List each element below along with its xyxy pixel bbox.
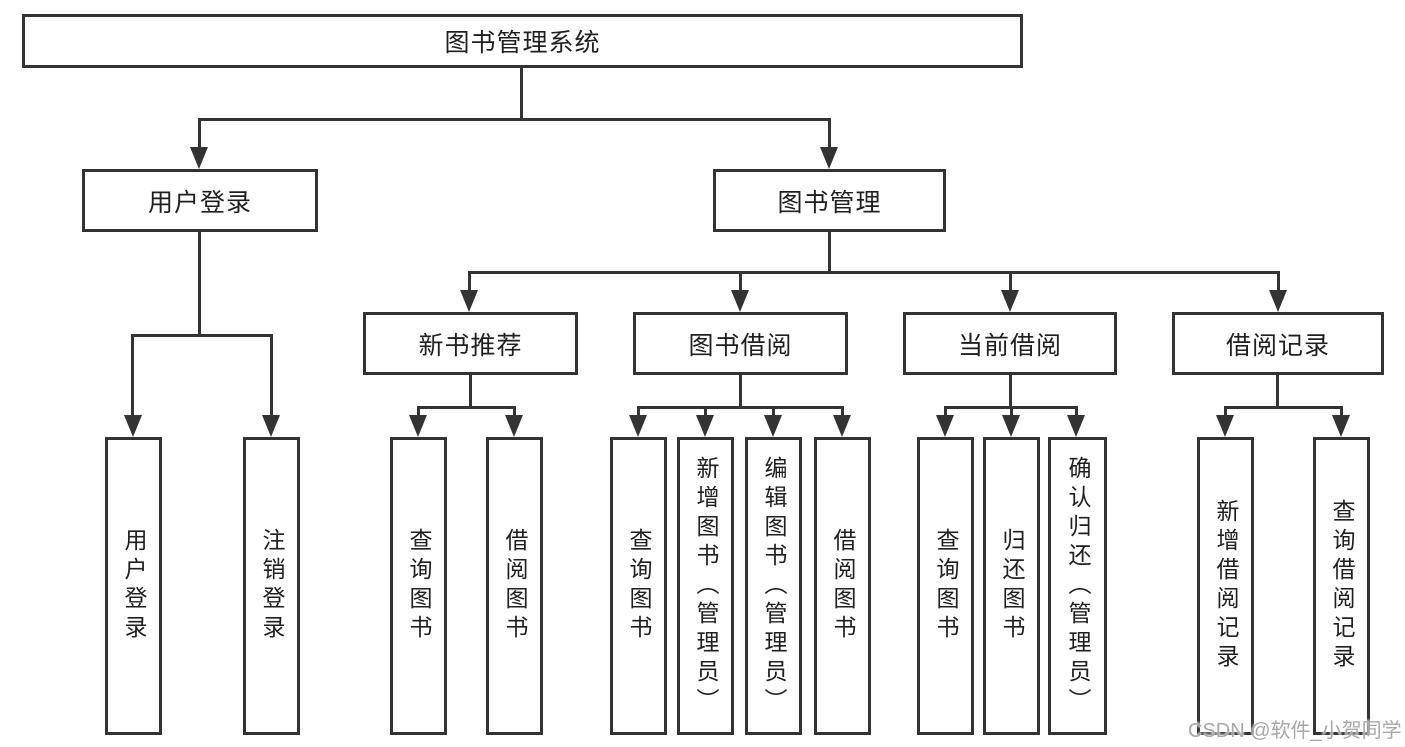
leaf-return-books-label: 归还图书 bbox=[999, 528, 1025, 644]
arrowhead-down-icon bbox=[936, 415, 954, 437]
connector-shaft bbox=[704, 406, 707, 419]
leaf-borrow-books-label: 借阅图书 bbox=[830, 528, 856, 644]
node-current-borrowing-label: 当前借阅 bbox=[957, 331, 1062, 360]
connector-shaft bbox=[841, 406, 844, 419]
leaf-query-books-recommend-label: 查询图书 bbox=[406, 528, 432, 644]
connector-book-management-stem bbox=[828, 232, 831, 274]
connector-shaft bbox=[1009, 271, 1012, 294]
connector-shaft bbox=[1224, 406, 1227, 419]
leaf-add-borrow-record: 新增借阅记录 bbox=[1197, 437, 1254, 735]
connector-level3-bracket bbox=[468, 271, 1280, 274]
connector-stem bbox=[739, 375, 742, 409]
arrowhead-down-icon bbox=[409, 415, 427, 437]
connector-shaft bbox=[944, 406, 947, 419]
arrowhead-down-icon bbox=[1002, 415, 1020, 437]
arrowhead-down-icon bbox=[1216, 415, 1234, 437]
arrowhead-down-icon bbox=[833, 415, 851, 437]
arrowhead-down-icon bbox=[190, 147, 208, 169]
node-book-borrowing-label: 图书借阅 bbox=[688, 331, 793, 360]
connector-shaft bbox=[417, 406, 420, 419]
leaf-query-borrow-record-label: 查询借阅记录 bbox=[1329, 499, 1355, 673]
leaf-add-books-admin-label: 新增图书（管理员） bbox=[693, 455, 719, 717]
leaf-logout: 注销登录 bbox=[243, 437, 300, 735]
node-borrowing-records: 借阅记录 bbox=[1172, 312, 1384, 375]
leaf-confirm-return-admin: 确认归还（管理员） bbox=[1048, 437, 1107, 735]
connector-shaft bbox=[468, 271, 471, 294]
arrowhead-down-icon bbox=[124, 415, 142, 437]
leaf-query-books-recommend: 查询图书 bbox=[390, 437, 447, 735]
node-new-book-recommendation-label: 新书推荐 bbox=[418, 331, 523, 360]
leaf-query-books-current: 查询图书 bbox=[917, 437, 974, 735]
arrowhead-down-icon bbox=[696, 415, 714, 437]
connector-shaft bbox=[637, 406, 640, 419]
connector-shaft bbox=[739, 271, 742, 294]
connector-shaft bbox=[1010, 406, 1013, 419]
leaf-query-borrow-record: 查询借阅记录 bbox=[1313, 437, 1370, 735]
leaf-user-login-label: 用户登录 bbox=[121, 528, 147, 644]
leaf-query-books-borrow-label: 查询图书 bbox=[626, 528, 652, 644]
leaf-borrow-books-recommend: 借阅图书 bbox=[486, 437, 543, 735]
node-root: 图书管理系统 bbox=[22, 14, 1023, 68]
connector-stem bbox=[469, 375, 472, 409]
node-user-login: 用户登录 bbox=[82, 169, 318, 232]
connector-root-stem bbox=[520, 68, 523, 121]
connector-shaft bbox=[1075, 406, 1078, 419]
connector-stem bbox=[1009, 375, 1012, 409]
connector-shaft bbox=[1277, 271, 1280, 294]
connector-stem bbox=[1276, 375, 1279, 409]
connector-shaft bbox=[1340, 406, 1343, 419]
leaf-query-books-borrow: 查询图书 bbox=[610, 437, 667, 735]
connector-bracket bbox=[417, 406, 516, 409]
leaf-logout-label: 注销登录 bbox=[259, 528, 285, 644]
leaf-add-borrow-record-label: 新增借阅记录 bbox=[1213, 499, 1239, 673]
leaf-user-login: 用户登录 bbox=[105, 437, 162, 735]
arrowhead-down-icon bbox=[1332, 415, 1350, 437]
arrowhead-down-icon bbox=[1269, 290, 1287, 312]
arrowhead-down-icon bbox=[820, 147, 838, 169]
arrowhead-down-icon bbox=[505, 415, 523, 437]
csdn-watermark: CSDN @软件_小贺同学 bbox=[1188, 720, 1402, 742]
arrowhead-down-icon bbox=[460, 290, 478, 312]
connector-shaft bbox=[270, 334, 273, 419]
arrowhead-down-icon bbox=[1067, 415, 1085, 437]
leaf-return-books: 归还图书 bbox=[983, 437, 1040, 735]
node-book-management-label: 图书管理 bbox=[777, 188, 882, 217]
connector-shaft bbox=[131, 334, 134, 419]
node-current-borrowing: 当前借阅 bbox=[903, 312, 1117, 375]
arrowhead-down-icon bbox=[731, 290, 749, 312]
arrowhead-down-icon bbox=[764, 415, 782, 437]
node-user-login-label: 用户登录 bbox=[147, 188, 252, 217]
leaf-edit-books-admin-label: 编辑图书（管理员） bbox=[761, 455, 787, 717]
connector-root-bracket bbox=[199, 118, 831, 121]
arrowhead-down-icon bbox=[1001, 290, 1019, 312]
connector-shaft bbox=[513, 406, 516, 419]
connector-user-login-bracket bbox=[131, 334, 273, 337]
connector-bracket bbox=[637, 406, 844, 409]
leaf-borrow-books-recommend-label: 借阅图书 bbox=[502, 528, 528, 644]
leaf-borrow-books: 借阅图书 bbox=[814, 437, 871, 735]
node-borrowing-records-label: 借阅记录 bbox=[1225, 331, 1330, 360]
connector-bracket bbox=[1224, 406, 1343, 409]
node-book-management: 图书管理 bbox=[713, 169, 946, 232]
connector-shaft bbox=[828, 118, 831, 152]
node-new-book-recommendation: 新书推荐 bbox=[363, 312, 578, 375]
connector-shaft bbox=[772, 406, 775, 419]
leaf-edit-books-admin: 编辑图书（管理员） bbox=[745, 437, 802, 735]
connector-user-login-stem bbox=[198, 232, 201, 337]
arrowhead-down-icon bbox=[262, 415, 280, 437]
connector-shaft bbox=[198, 118, 201, 152]
arrowhead-down-icon bbox=[629, 415, 647, 437]
node-root-label: 图书管理系统 bbox=[444, 29, 601, 57]
leaf-query-books-current-label: 查询图书 bbox=[933, 528, 959, 644]
leaf-confirm-return-admin-label: 确认归还（管理员） bbox=[1065, 455, 1091, 717]
node-book-borrowing: 图书借阅 bbox=[633, 312, 848, 375]
leaf-add-books-admin: 新增图书（管理员） bbox=[677, 437, 734, 735]
